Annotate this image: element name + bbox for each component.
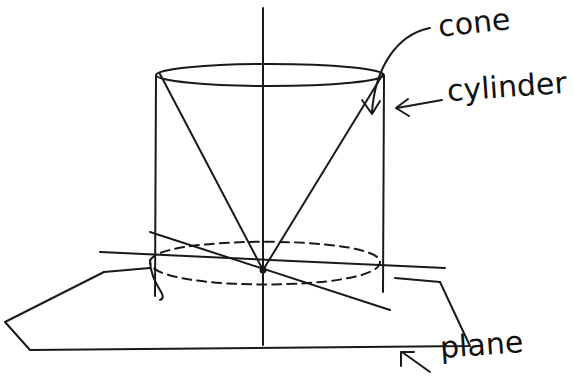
arrowhead [396, 99, 409, 116]
apex-dot [261, 268, 266, 273]
arrowhead [401, 352, 414, 366]
plane-outline [5, 272, 470, 350]
vertical-axis [262, 8, 264, 345]
cylinder-side [155, 76, 156, 296]
part-label: cylinder [446, 68, 568, 106]
part-label: cone [437, 4, 512, 41]
leader-arrow [372, 28, 430, 112]
leader-arrow [402, 352, 430, 372]
plane-axis [150, 232, 390, 310]
cylinder-side [383, 76, 384, 292]
cylinder-base [150, 242, 380, 285]
cylinder-top [156, 64, 384, 86]
cone-sides [160, 74, 383, 270]
arrowhead [362, 100, 380, 114]
part-label: plane [439, 327, 524, 363]
cylinder-base-front [150, 260, 163, 300]
